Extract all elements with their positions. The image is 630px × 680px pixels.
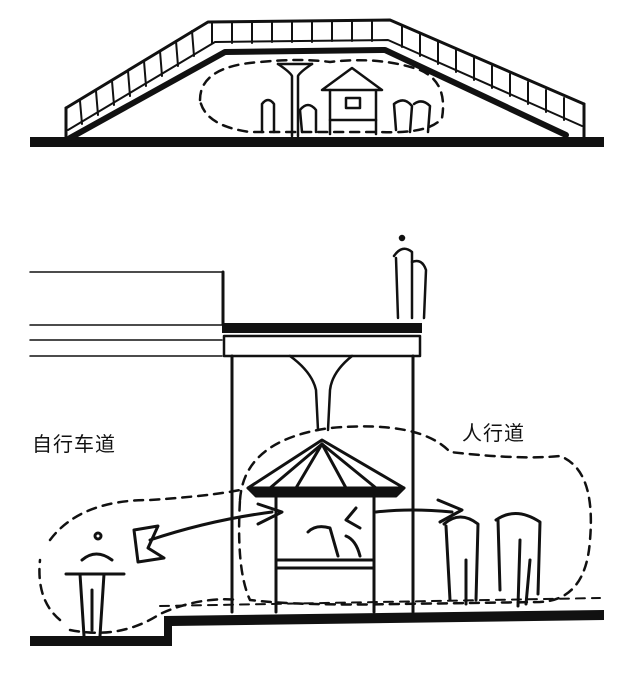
activity-zone-bike [38,488,242,635]
support-columns [230,354,415,614]
people-top [260,98,432,134]
bridge-rail-bottom [67,39,583,131]
road-lines [29,271,223,357]
activity-zone-top [198,58,445,134]
column-top [276,62,314,138]
deck-beam [222,334,422,358]
bridge-rail-top [64,18,586,110]
ground-line-bottom [30,610,604,646]
cyclist [64,531,126,638]
label-sidewalk: 人行道 [462,421,525,445]
central-column [288,354,354,432]
label-bike-lane: 自行车道 [32,432,116,456]
person-on-deck [392,234,428,320]
balusters [79,19,565,125]
activity-zone-sidewalk [237,425,593,606]
deck-slab [222,323,422,333]
kiosk-top [320,66,384,136]
kiosk-body [274,494,376,614]
overpass-elevation [30,18,604,147]
kiosk-roof [246,438,406,498]
flow-arrows [132,498,464,564]
bridge-deck [67,47,569,141]
pedestrians [442,512,542,608]
street-section [29,234,604,646]
sidewalk-boundary [159,597,601,607]
ground-line-top [30,137,604,147]
